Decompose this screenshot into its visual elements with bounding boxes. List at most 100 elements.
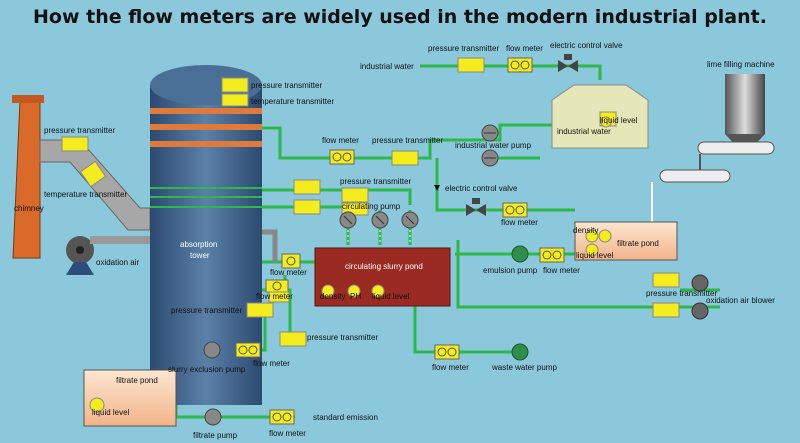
label-chimney: chimney	[14, 204, 44, 213]
pressure-transmitter-box	[652, 272, 680, 288]
pressure-transmitter-box	[246, 302, 274, 318]
label-temperature-transmitter: temperature transmitter	[44, 190, 127, 199]
label-pressure-transmitter: pressure transmitter	[646, 289, 717, 298]
industrial-water-pump-2	[481, 149, 499, 167]
industrial-water-pump-1	[481, 124, 499, 142]
label-flow-meter: flow meter	[543, 266, 580, 275]
labels: industrial water pressure transmitter fl…	[14, 41, 775, 440]
label-filtrate-pond: filtrate pond	[617, 239, 659, 248]
label-temperature-transmitter: temperature transmitter	[251, 97, 334, 106]
label-oxidation-air: oxidation air	[96, 258, 139, 267]
label-industrial-water-pump: industrial water pump	[455, 141, 532, 150]
label-pressure-transmitter: pressure transmitter	[44, 126, 115, 135]
label-waste-water-pump: waste water pump	[491, 363, 557, 372]
oxidation-air-blower-1	[691, 274, 709, 292]
tower-outlet-pipe	[262, 229, 278, 262]
flow-meter-ecv	[502, 202, 528, 218]
label-emulsion-pump: emulsion pump	[483, 266, 538, 275]
label-filtrate-pond: filtrate pond	[116, 376, 158, 385]
pressure-transmitter-box	[61, 136, 89, 152]
label-circulating-pump: circulating pump	[342, 202, 401, 211]
flow-meter-mid	[329, 149, 355, 165]
label-pressure-transmitter: pressure transmitter	[340, 177, 411, 186]
label-ph: PH	[350, 292, 361, 301]
label-electric-control-valve: electric control valve	[445, 184, 518, 193]
flow-meter-csp-left	[265, 279, 289, 293]
label-oxidation-air-blower: oxidation air blower	[706, 296, 775, 305]
flow-meter-box	[268, 291, 290, 303]
label-absorption-tower: absorption	[180, 240, 217, 249]
label-flow-meter: flow meter	[322, 136, 359, 145]
label-pressure-transmitter: pressure transmitter	[171, 306, 242, 315]
label-absorption-tower-2: tower	[190, 251, 210, 260]
label-pressure-transmitter: pressure transmitter	[251, 81, 322, 90]
label-standard-emission: standard emission	[313, 413, 378, 422]
lime-filling-machine	[651, 74, 775, 222]
flow-meter-under-tower	[281, 253, 301, 269]
circulating-pump-1	[339, 211, 357, 229]
label-liquid-level: liquid level	[92, 408, 130, 417]
label-industrial-water: industrial water	[360, 62, 414, 71]
flow-meter-slurry	[235, 342, 261, 358]
label-flow-meter: flow meter	[253, 359, 290, 368]
pressure-transmitter-box	[457, 57, 485, 73]
pumps	[203, 124, 709, 426]
slurry-exclusion-pump	[203, 341, 221, 359]
label-density: density	[320, 292, 345, 301]
flow-meter-waste	[434, 344, 460, 360]
label-filtrate-pump: filtrate pump	[193, 431, 238, 440]
label-flow-meter: flow meter	[432, 363, 469, 372]
gauges	[89, 116, 612, 413]
chimney-cap	[12, 95, 44, 103]
label-lime-filling-machine: lime filling machine	[707, 60, 775, 69]
label-pressure-transmitter: pressure transmitter	[372, 136, 443, 145]
label-pressure-transmitter: pressure transmitter	[428, 44, 499, 53]
label-circulating-slurry-pond: circulating slurry pond	[345, 262, 423, 271]
circulating-slurry-pond	[314, 247, 451, 307]
circulating-pump-2	[371, 211, 389, 229]
pressure-transmitter-box	[341, 187, 369, 203]
label-industrial-water-tank: industrial water	[557, 127, 611, 136]
flue-duct	[39, 139, 151, 231]
label-slurry-exclusion-pump: slurry exclusion pump	[168, 365, 246, 374]
flow-markers	[347, 225, 411, 245]
waste-water-pump	[511, 343, 529, 361]
label-flow-meter: flow meter	[501, 218, 538, 227]
emulsion-pump	[511, 245, 529, 263]
pressure-transmitter-box	[293, 179, 321, 195]
valves	[466, 54, 578, 216]
oxidation-air-fan	[66, 236, 150, 275]
electric-control-valve-top	[558, 54, 578, 72]
flow-meter-emulsion	[539, 247, 565, 263]
label-liquid-level: liquid level	[576, 251, 614, 260]
flow-meter-top	[507, 57, 533, 73]
transmitters	[61, 57, 680, 347]
page-title: How the flow meters are widely used in t…	[33, 6, 767, 28]
label-flow-meter: flow meter	[506, 44, 543, 53]
label-liquid-level: liquid level	[372, 292, 410, 301]
electric-control-valve-mid	[466, 198, 486, 216]
label-electric-control-valve: electric control valve	[550, 41, 623, 50]
circulating-pump-3	[401, 211, 419, 229]
temperature-transmitter-box	[79, 160, 107, 188]
pressure-transmitter-box	[279, 331, 307, 347]
label-density: density	[573, 226, 598, 235]
label-pressure-transmitter: pressure transmitter	[307, 333, 378, 342]
chimney	[12, 99, 41, 259]
flow-arrow	[434, 185, 440, 191]
flow-meter-bottom	[269, 409, 295, 425]
label-flow-meter: flow meter	[270, 268, 307, 277]
label-flow-meter: flow meter	[256, 292, 293, 301]
pressure-transmitter-box	[652, 302, 680, 318]
label-flow-meter: flow meter	[269, 429, 306, 438]
pressure-transmitter-box	[293, 199, 321, 215]
pressure-transmitter-box	[221, 77, 249, 93]
flow-meters	[235, 57, 565, 425]
pressure-transmitter-box	[391, 150, 419, 166]
label-liquid-level: liquid level	[600, 116, 638, 125]
filtrate-pump	[204, 408, 222, 426]
temperature-transmitter-box	[221, 93, 249, 107]
oxidation-air-blower-2	[691, 302, 709, 320]
